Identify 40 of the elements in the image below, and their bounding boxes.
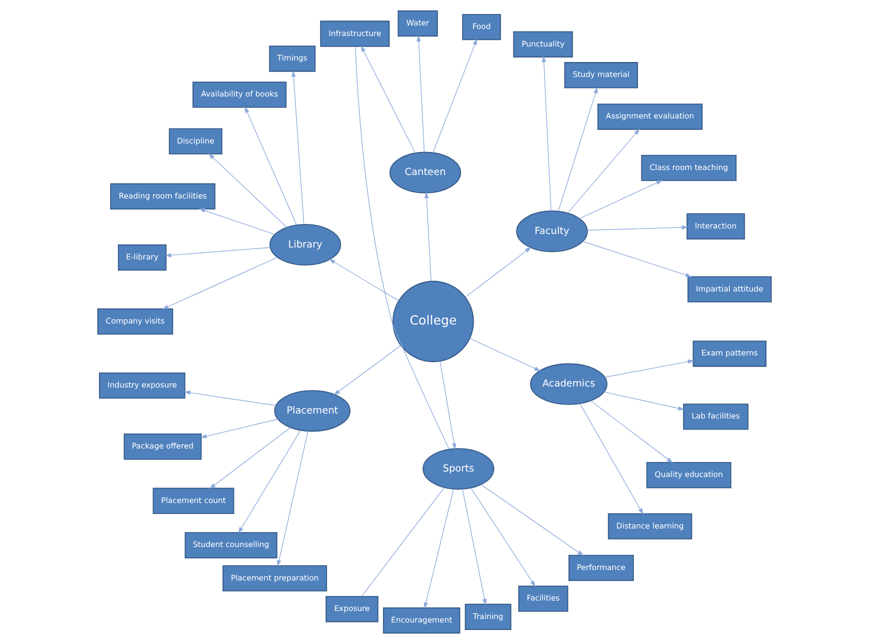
arrow	[604, 359, 694, 378]
arrow	[209, 427, 291, 489]
arrow	[440, 360, 456, 450]
arrow	[590, 400, 674, 464]
arrow	[238, 430, 301, 534]
arrow	[276, 430, 308, 567]
arrow	[567, 128, 640, 214]
arrow	[542, 56, 552, 212]
connector	[361, 487, 445, 597]
arrow	[558, 86, 598, 212]
arrow	[334, 345, 402, 396]
arrow	[164, 247, 270, 258]
arrow	[470, 488, 536, 587]
arrow	[184, 390, 276, 406]
node-ellipse: Canteen	[389, 152, 462, 194]
arrow	[416, 35, 425, 153]
arrow	[208, 153, 288, 228]
arrow	[424, 488, 454, 609]
arrow	[360, 46, 416, 154]
arrow	[470, 338, 541, 372]
node-ellipse: Sports	[422, 448, 494, 490]
arrow	[424, 192, 432, 282]
node-ellipse: Academics	[530, 363, 608, 405]
arrow	[291, 70, 304, 225]
arrow	[200, 418, 278, 438]
arrow	[465, 247, 532, 298]
arrow	[432, 38, 478, 154]
arrow	[580, 403, 644, 514]
node-circle: College	[392, 280, 474, 362]
arrow	[586, 225, 688, 231]
arrow	[162, 256, 278, 310]
arrow	[328, 258, 399, 302]
arrow	[480, 484, 584, 556]
arrow	[198, 208, 276, 235]
arrow	[244, 106, 297, 226]
arrow	[462, 488, 487, 606]
connector	[355, 46, 450, 450]
arrow	[579, 180, 663, 219]
arrow	[582, 241, 692, 278]
arrow	[604, 392, 684, 411]
